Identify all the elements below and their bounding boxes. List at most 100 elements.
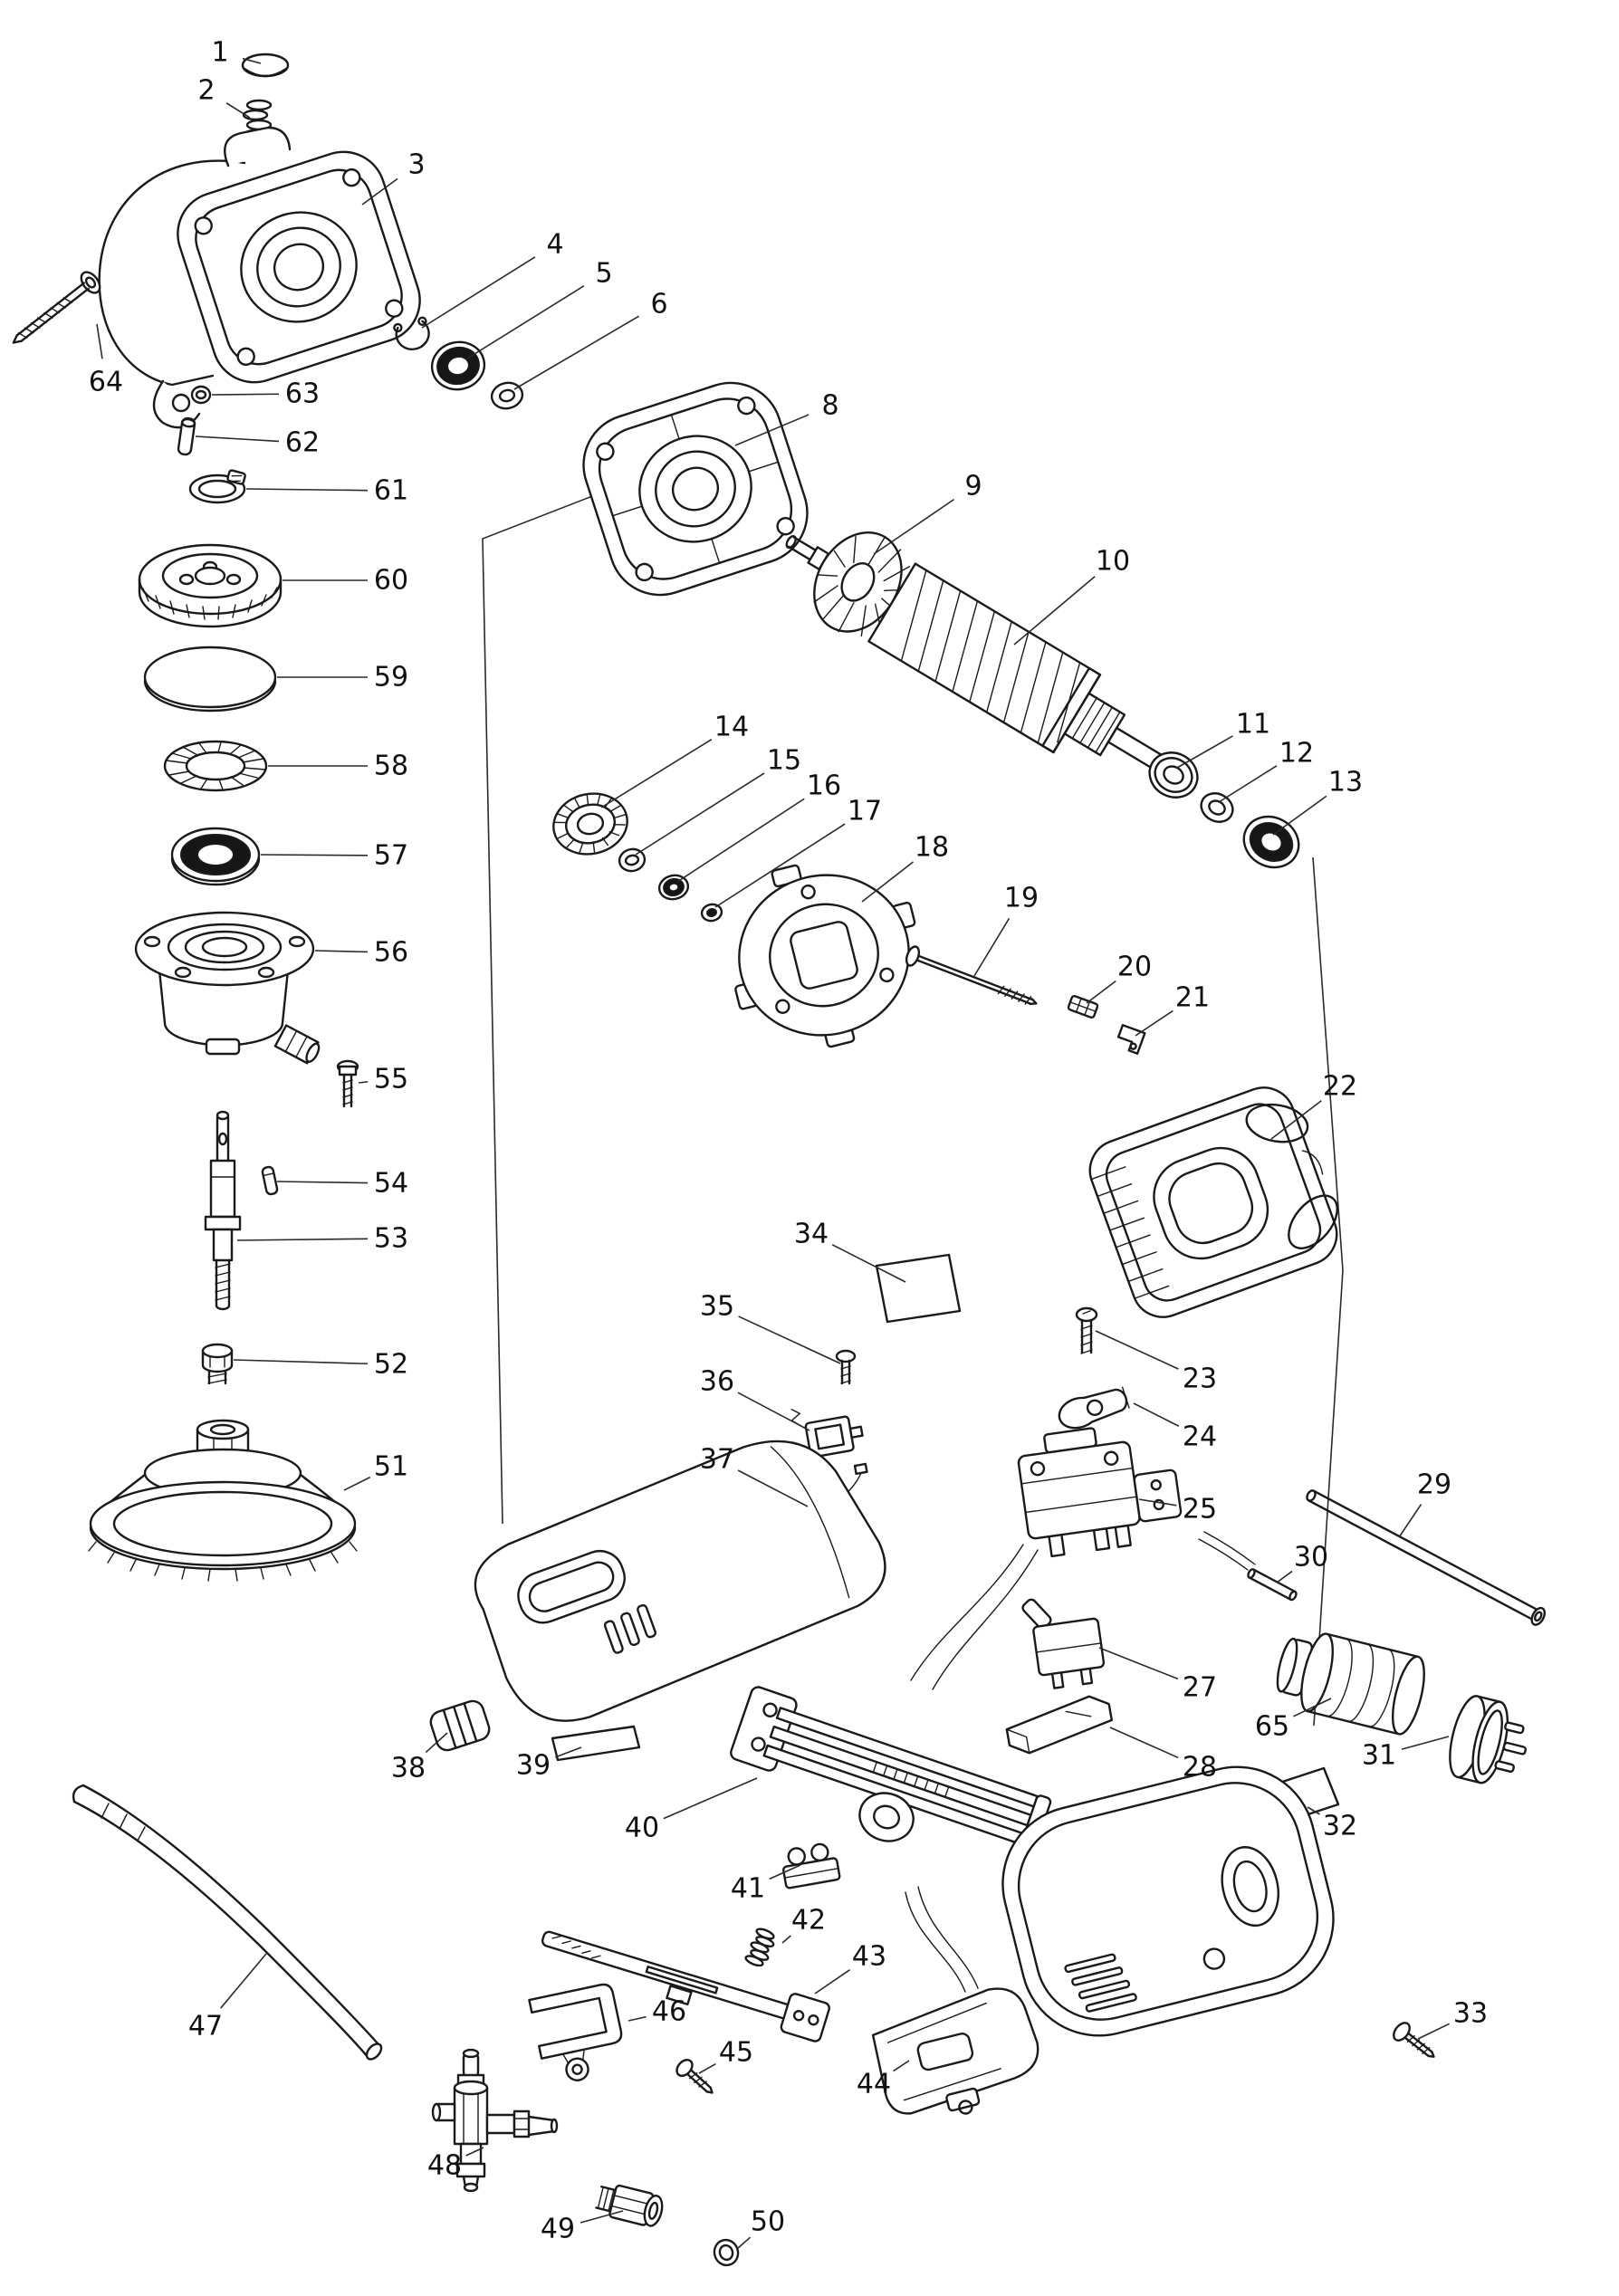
leader-line-3	[361, 177, 398, 206]
part-number-64: 64	[89, 367, 123, 398]
part-number-50: 50	[751, 2206, 785, 2238]
part-28-plate	[1005, 1695, 1114, 1755]
leader-line-32	[1307, 1806, 1320, 1815]
leader-line-14	[600, 738, 713, 808]
part-22-field-stator	[1088, 1086, 1338, 1318]
leader-line-30	[1276, 1570, 1293, 1583]
part-20-terminal	[1067, 994, 1099, 1019]
part-number-56: 56	[374, 937, 408, 969]
armature-body	[867, 562, 1185, 780]
part-number-38: 38	[391, 1753, 426, 1784]
part-21-clamp	[1116, 1024, 1146, 1055]
part-number-21: 21	[1175, 982, 1210, 1014]
part-number-2: 2	[197, 75, 215, 107]
part-number-40: 40	[625, 1813, 659, 1844]
leader-line-4	[421, 256, 536, 329]
part-number-16: 16	[807, 770, 841, 802]
part-number-58: 58	[374, 751, 408, 782]
part-number-34: 34	[794, 1219, 829, 1250]
part-number-39: 39	[516, 1750, 551, 1782]
part-number-17: 17	[848, 796, 882, 828]
part-44-cover-piece	[871, 1987, 1039, 2115]
leader-line-39	[555, 1746, 582, 1758]
part-23-screw	[1075, 1306, 1098, 1354]
part-45-screw	[675, 2059, 714, 2094]
leader-line-33	[1417, 2023, 1450, 2040]
leader-line-18	[861, 861, 914, 903]
leader-line-28	[1109, 1727, 1179, 1759]
leader-line-41	[769, 1864, 801, 1880]
part-number-43: 43	[852, 1941, 886, 1973]
leader-line-47	[220, 1953, 267, 2009]
part-number-12: 12	[1279, 738, 1314, 770]
part-number-63: 63	[285, 378, 320, 410]
part-55-screw	[336, 1059, 359, 1108]
part-number-27: 27	[1183, 1672, 1217, 1704]
part-25-switch-assembly	[1017, 1427, 1183, 1558]
part-number-37: 37	[700, 1444, 734, 1476]
part-number-9: 9	[964, 471, 982, 502]
part-number-31: 31	[1362, 1740, 1396, 1772]
housing-inner-frame	[730, 1686, 1052, 1851]
part-number-36: 36	[700, 1366, 734, 1398]
part-9-10-armature-assembly	[785, 531, 1185, 780]
part-31-plug	[1449, 1695, 1528, 1784]
leader-line-40	[663, 1777, 758, 1820]
leader-line-35	[738, 1315, 841, 1364]
part-52-nut-fitting	[201, 1343, 234, 1385]
leader-line-13	[1272, 795, 1327, 836]
part-59-disc	[143, 646, 277, 713]
part-16-washer	[657, 874, 690, 901]
part-number-44: 44	[857, 2069, 891, 2100]
part-19-long-screw	[905, 945, 1038, 1006]
part-number-30: 30	[1294, 1542, 1328, 1574]
part-36-brush-holder	[790, 1409, 864, 1459]
part-number-32: 32	[1323, 1811, 1357, 1842]
subassembly-bracket-right	[1312, 856, 1344, 1727]
leader-line-11	[1176, 735, 1233, 769]
part-47-side-handle	[72, 1784, 383, 2061]
part-number-20: 20	[1117, 952, 1152, 983]
part-number-15: 15	[767, 745, 801, 777]
part-61-clamp-ring	[188, 469, 246, 504]
part-number-65: 65	[1255, 1711, 1289, 1743]
leader-line-65	[1293, 1698, 1332, 1717]
leader-line-2	[225, 102, 251, 119]
part-number-6: 6	[650, 289, 667, 320]
part-number-35: 35	[700, 1291, 734, 1323]
leader-line-37	[737, 1469, 809, 1507]
leader-line-24	[1133, 1402, 1180, 1427]
fan	[813, 531, 911, 637]
part-17-washer	[700, 903, 723, 923]
part-number-23: 23	[1183, 1363, 1217, 1395]
leader-line-54	[276, 1181, 369, 1184]
part-24-lever	[1058, 1386, 1130, 1430]
leader-line-50	[736, 2236, 752, 2250]
part-5-ball-bearing	[430, 340, 486, 391]
leader-line-57	[260, 854, 369, 856]
leader-line-29	[1398, 1504, 1423, 1538]
leader-line-52	[233, 1359, 369, 1365]
leader-line-51	[343, 1476, 371, 1491]
part-number-19: 19	[1004, 883, 1039, 914]
part-3-gear-housing	[98, 126, 421, 429]
part-13-ball-bearing	[1242, 815, 1300, 869]
part-6-washer	[490, 381, 524, 410]
leader-line-55	[358, 1081, 369, 1084]
part-57-ball-bearing	[170, 827, 261, 886]
leader-line-6	[513, 315, 639, 390]
part-8-bearing-plate	[582, 381, 809, 597]
leader-line-5	[466, 285, 585, 359]
leader-line-31	[1401, 1736, 1450, 1750]
leader-line-10	[1013, 576, 1096, 646]
callout-layer: 1234568910111213141516171819202122232425…	[89, 37, 1488, 2250]
part-number-3: 3	[407, 149, 425, 181]
part-65-connector-body	[1276, 1632, 1425, 1736]
part-33-screw	[1393, 2022, 1435, 2058]
leader-line-34	[831, 1244, 906, 1283]
part-number-48: 48	[427, 2150, 462, 2182]
part-43-slide-bar	[541, 1930, 830, 2042]
part-number-24: 24	[1183, 1421, 1217, 1453]
